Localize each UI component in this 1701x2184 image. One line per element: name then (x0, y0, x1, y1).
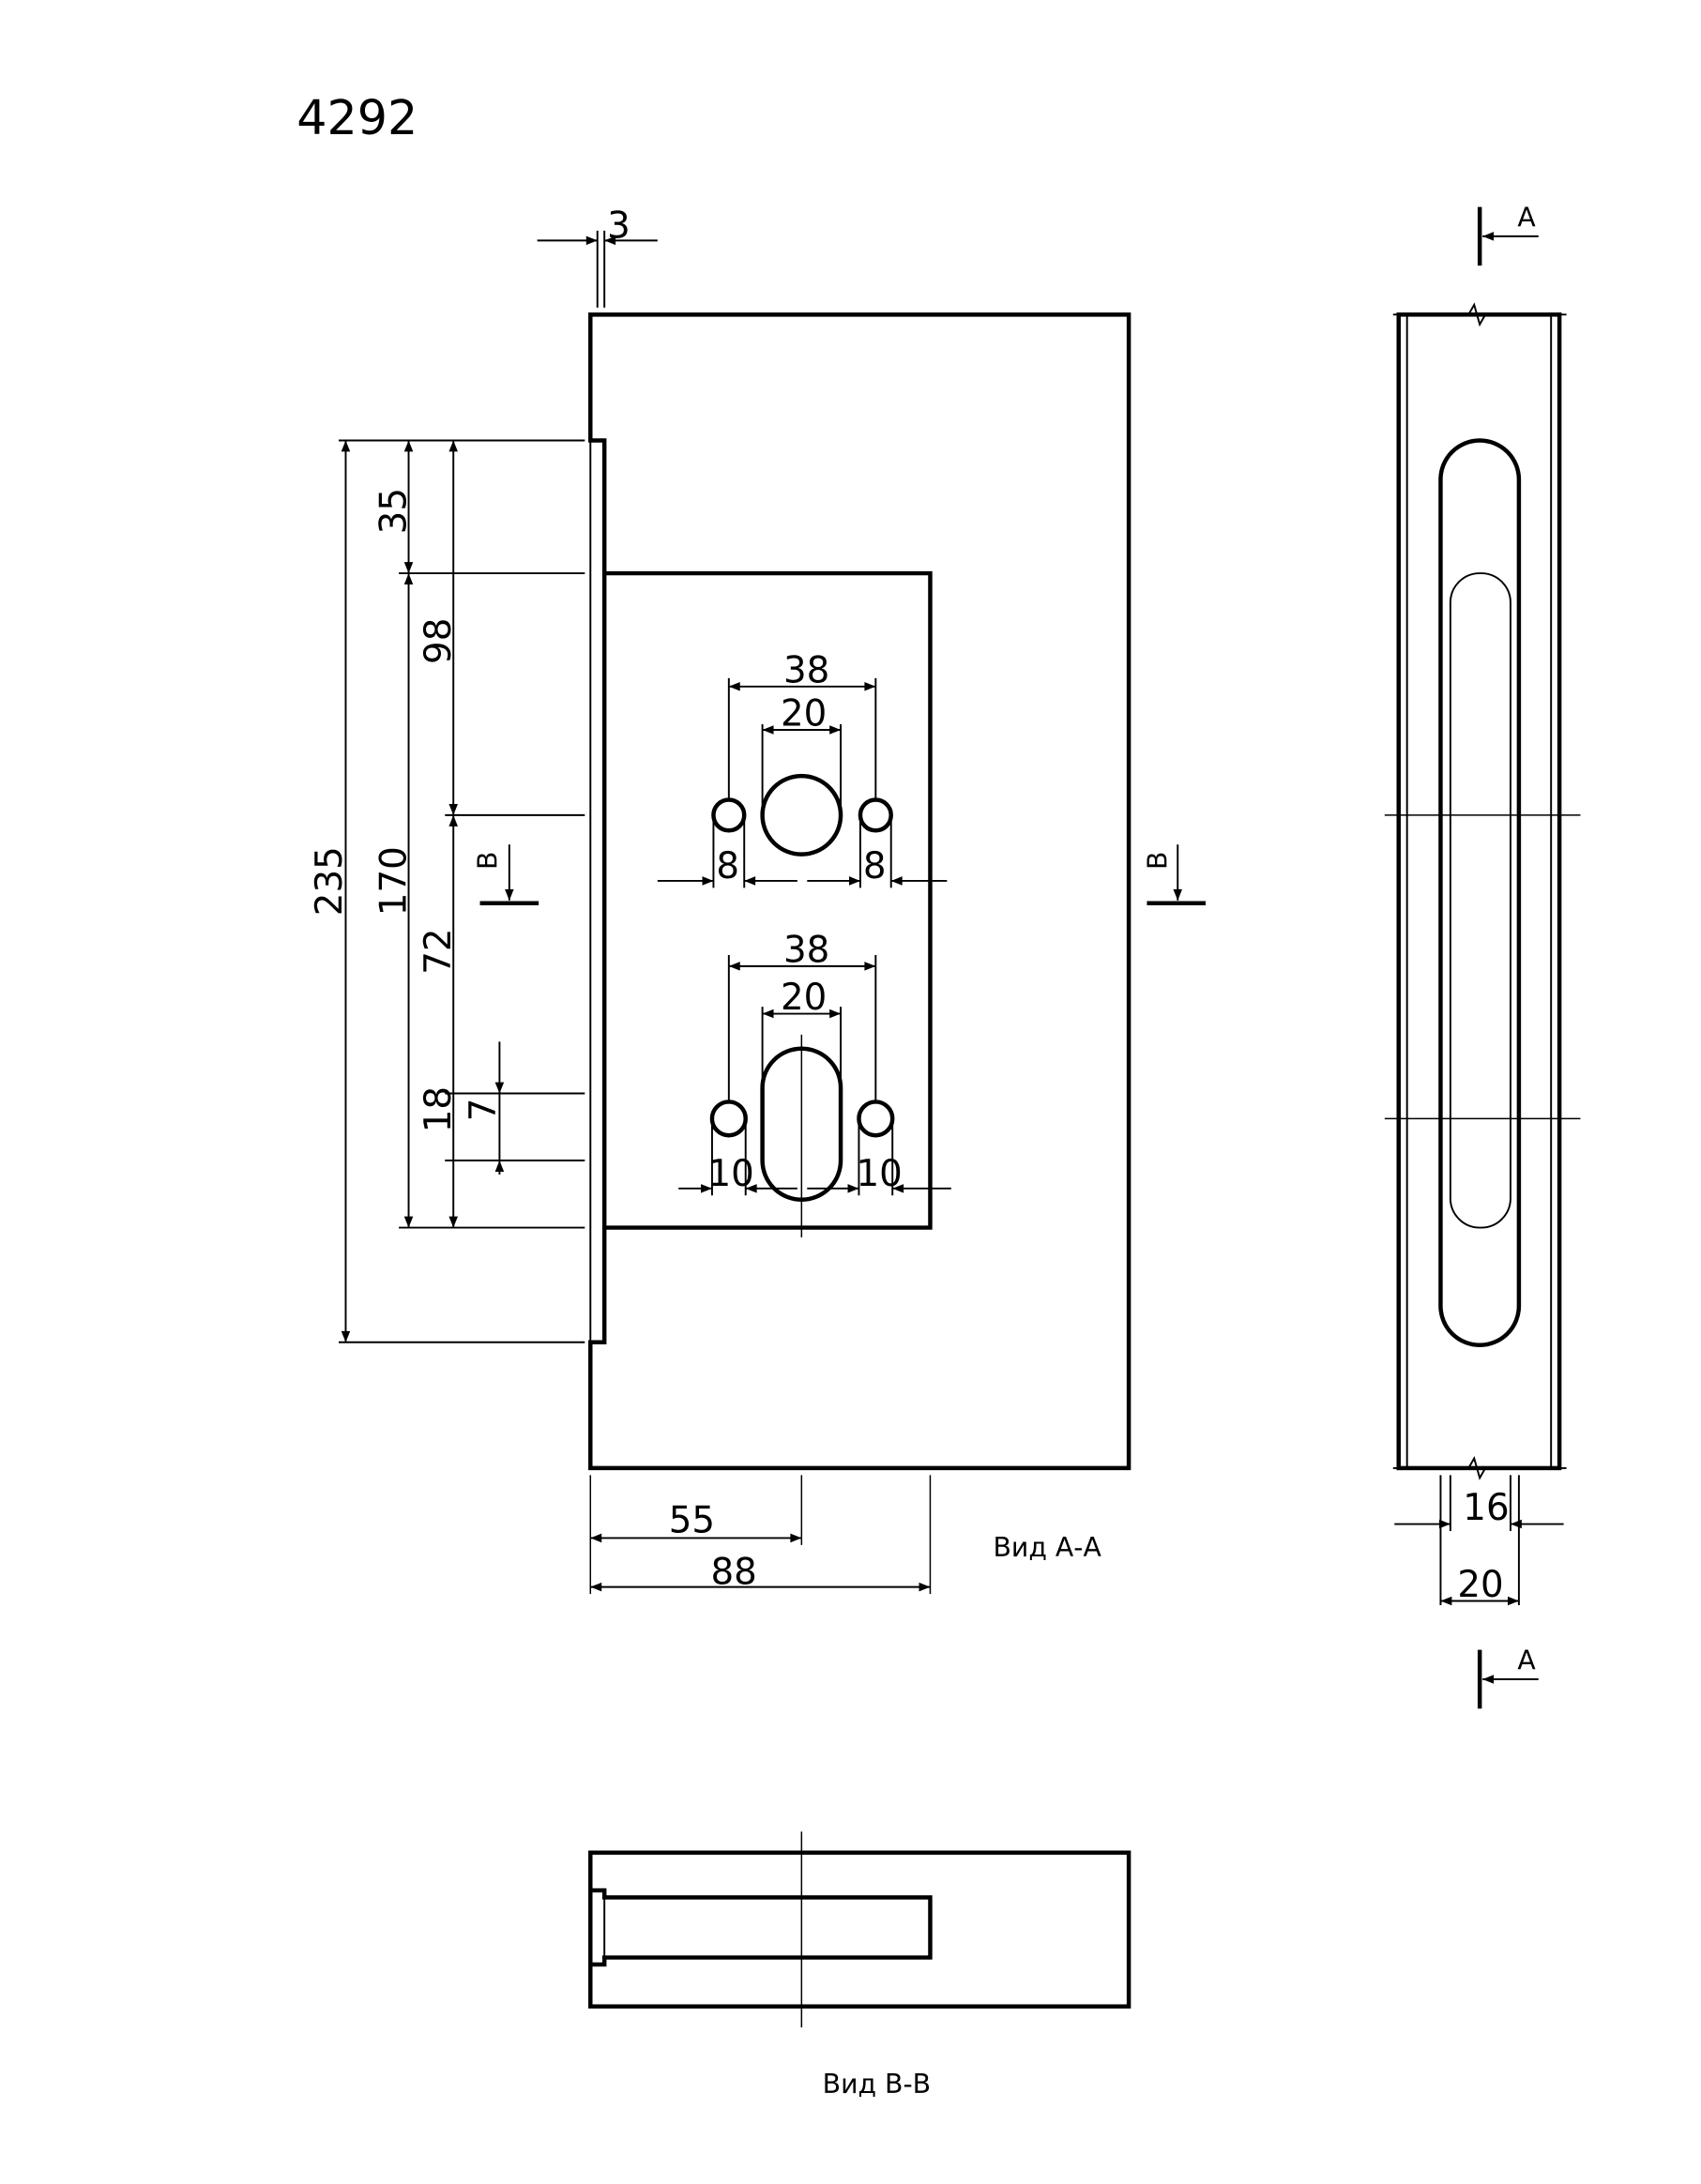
cylinder-hole (760, 773, 843, 857)
faceplate-slot (1438, 438, 1522, 1347)
view-b-label: Вид В-В (823, 2069, 931, 2100)
dim-38-lower: 38 (783, 929, 829, 971)
dim-7: 7 (463, 1099, 505, 1122)
dim-72: 72 (418, 928, 460, 974)
dim-35: 35 (373, 488, 416, 534)
screw-hole (709, 1100, 748, 1138)
dim-20-side: 20 (1457, 1564, 1503, 1606)
section-b-marker-right: B (1142, 852, 1173, 870)
drawing-number: 4292 (296, 90, 418, 145)
lock-body-outline (588, 312, 1131, 1471)
front-view: 3 235 35 170 98 72 18 7 38 20 (309, 205, 1207, 1595)
dim-16: 16 (1463, 1487, 1509, 1529)
dim-170: 170 (373, 846, 416, 916)
side-view: 16 20 A A (1384, 202, 1581, 1709)
dim-20-lower: 20 (781, 977, 827, 1019)
screw-hole (858, 797, 893, 833)
dim-3: 3 (607, 205, 630, 247)
case-outline (604, 570, 933, 1230)
section-a-marker-bottom: A (1517, 1646, 1536, 1676)
dim-10-right: 10 (856, 1153, 902, 1195)
dim-20-upper: 20 (781, 693, 827, 736)
dim-8-left: 8 (716, 845, 739, 887)
screw-hole (857, 1100, 895, 1138)
dim-38-upper: 38 (783, 649, 829, 691)
section-a-marker-top: A (1517, 202, 1536, 233)
side-outline (1396, 312, 1562, 1471)
dim-8-right: 8 (863, 845, 887, 887)
dim-10-left: 10 (707, 1153, 753, 1195)
section-outline (588, 1850, 1131, 2009)
section-view-b: Вид В-В (588, 1831, 1131, 2100)
dim-55: 55 (669, 1499, 715, 1541)
dim-235: 235 (309, 846, 351, 916)
dim-18: 18 (418, 1086, 460, 1132)
dim-98: 98 (418, 618, 460, 664)
dim-88: 88 (710, 1552, 756, 1594)
screw-hole (711, 797, 747, 833)
section-b-marker-left: B (472, 852, 503, 870)
view-a-label: Вид А-А (994, 1532, 1102, 1563)
section-case (590, 1888, 933, 1967)
case-slot (1449, 572, 1511, 1229)
